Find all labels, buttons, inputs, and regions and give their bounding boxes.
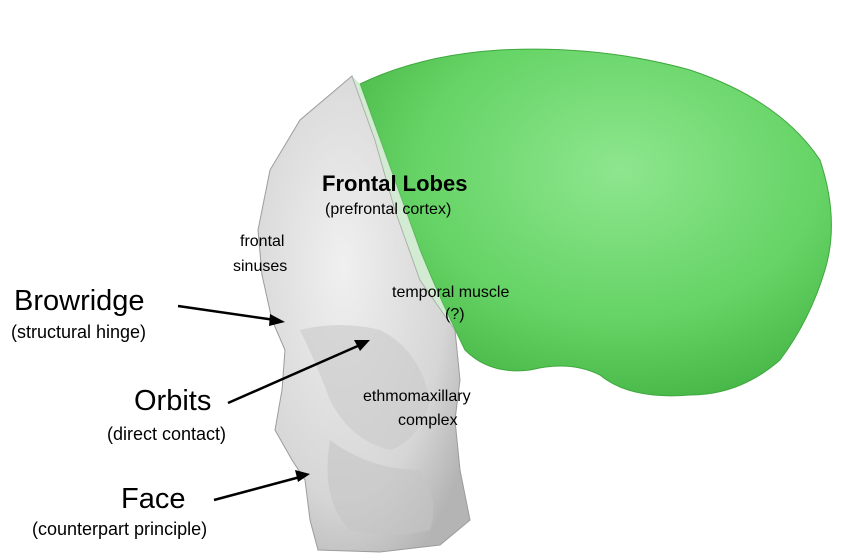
orbits-sublabel: (direct contact): [107, 424, 226, 445]
browridge-label: Browridge: [14, 285, 145, 318]
ethmomaxillary-label-line1: ethmomaxillary: [363, 388, 471, 406]
face-sublabel: (counterpart principle): [32, 519, 207, 540]
frontal-sinuses-label-line1: frontal: [240, 233, 284, 251]
frontal-lobes-title: Frontal Lobes: [322, 171, 467, 196]
face-arrow: [214, 470, 310, 500]
temporal-muscle-question: (?): [445, 306, 465, 324]
ethmomaxillary-label-line2: complex: [398, 412, 458, 430]
browridge-arrow: [178, 306, 285, 326]
browridge-sublabel: (structural hinge): [11, 322, 146, 343]
temporal-muscle-label: temporal muscle: [392, 284, 509, 302]
frontal-lobes-subtitle: (prefrontal cortex): [325, 201, 451, 219]
orbits-label: Orbits: [134, 385, 211, 418]
face-label: Face: [121, 483, 185, 516]
frontal-sinuses-label-line2: sinuses: [233, 258, 287, 276]
